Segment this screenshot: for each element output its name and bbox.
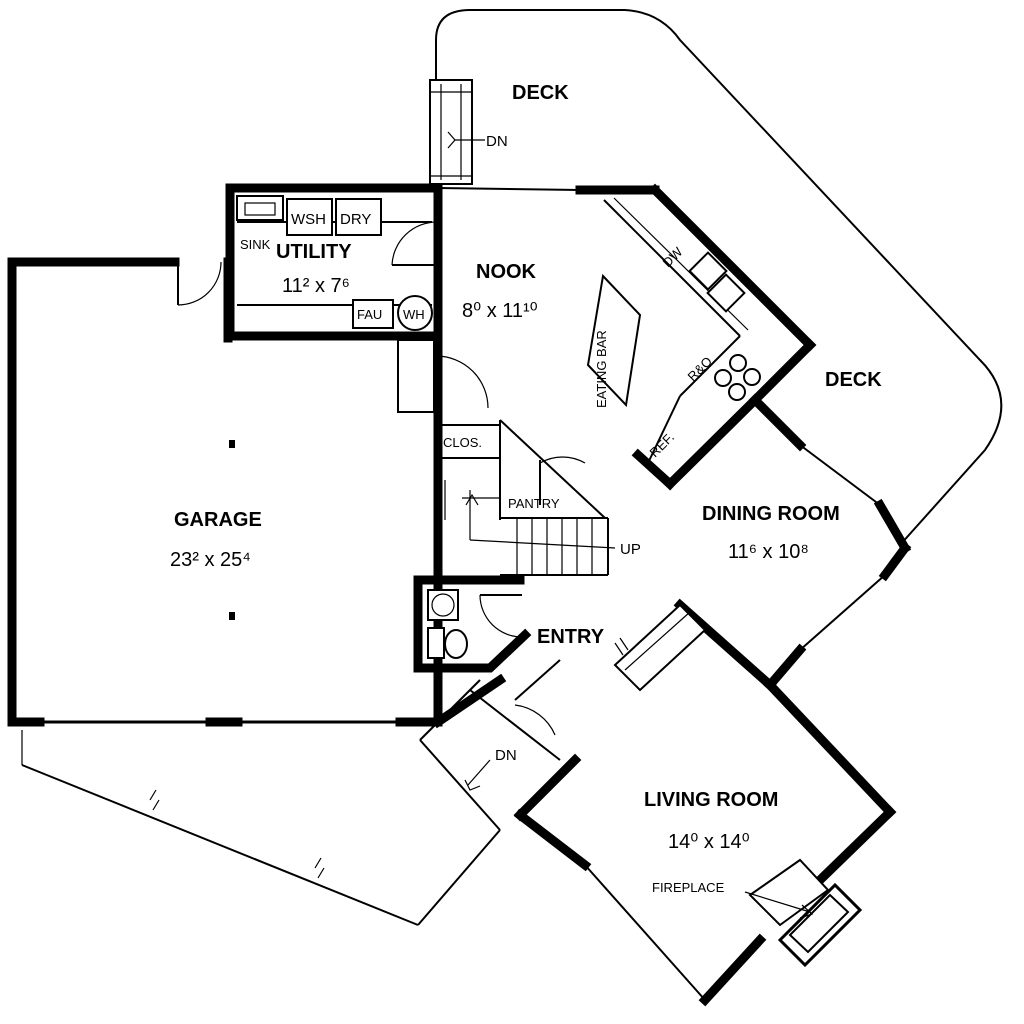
deck-stairs-top bbox=[429, 79, 485, 185]
garage-label: GARAGE bbox=[174, 509, 262, 531]
sink-label: SINK bbox=[240, 237, 271, 252]
dining-room-dim: 11⁶ x 10⁸ bbox=[728, 541, 809, 563]
water-heater-label: WH bbox=[403, 307, 425, 322]
house-walls bbox=[413, 183, 912, 1007]
living-room-label: LIVING ROOM bbox=[644, 789, 778, 811]
stair-core bbox=[397, 339, 616, 576]
range-oven-label: R&O bbox=[685, 354, 716, 385]
down-stair-bottom-label: DN bbox=[495, 747, 517, 764]
closet-label: CLOS. bbox=[443, 435, 482, 450]
utility-label: UTILITY bbox=[276, 241, 352, 263]
garage-dim: 23² x 25⁴ bbox=[170, 549, 251, 571]
utility-room bbox=[225, 183, 443, 341]
furnace-label: FAU bbox=[357, 307, 382, 322]
utility-dim: 11² x 7⁶ bbox=[282, 275, 350, 297]
fireplace bbox=[744, 858, 863, 968]
down-stair-top-label: DN bbox=[486, 133, 508, 150]
dishwasher-label: DW bbox=[660, 244, 686, 270]
pantry-label: PANTRY bbox=[508, 496, 560, 511]
dining-room-label: DINING ROOM bbox=[702, 503, 840, 525]
entry-area bbox=[419, 603, 707, 831]
eating-bar-label: EATING BAR bbox=[594, 330, 609, 408]
dryer-label: DRY bbox=[340, 211, 371, 228]
living-room-dim: 14⁰ x 14⁰ bbox=[668, 831, 750, 853]
stair-treads bbox=[500, 517, 609, 576]
entry-label: ENTRY bbox=[537, 626, 605, 648]
deck-outline bbox=[435, 9, 1003, 546]
kitchen bbox=[586, 197, 761, 464]
nook-label: NOOK bbox=[476, 261, 537, 283]
fireplace-label: FIREPLACE bbox=[652, 880, 725, 895]
deck-top-label: DECK bbox=[512, 82, 569, 104]
powder-room bbox=[427, 589, 523, 659]
nook-dim: 8⁰ x 11¹⁰ bbox=[462, 300, 538, 322]
deck-right-label: DECK bbox=[825, 369, 882, 391]
up-stair-label: UP bbox=[620, 541, 641, 558]
garage bbox=[7, 257, 501, 926]
washer-label: WSH bbox=[291, 211, 326, 228]
